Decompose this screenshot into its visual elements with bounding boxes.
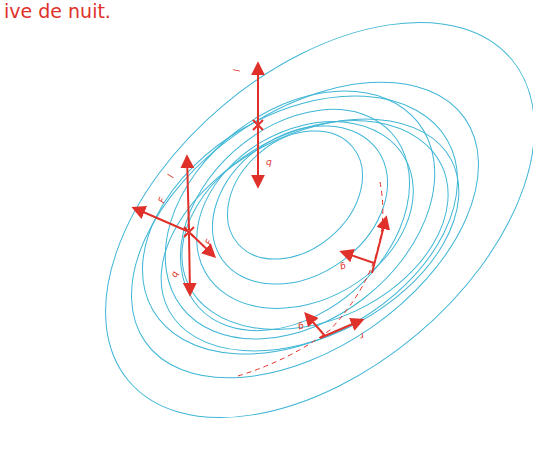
contour-lines [32,0,533,456]
vector-label: q [266,158,272,167]
vector-label: F [204,239,214,247]
vector-label: l [233,69,242,72]
vector-label: g [339,261,347,271]
vector-label: q [170,270,180,278]
vector-label: F [157,197,167,205]
vector-label: l [167,174,176,179]
vector-label: g [297,321,305,331]
caption-fragment: ive de nuit. [4,2,111,21]
force-arrows [134,64,386,376]
